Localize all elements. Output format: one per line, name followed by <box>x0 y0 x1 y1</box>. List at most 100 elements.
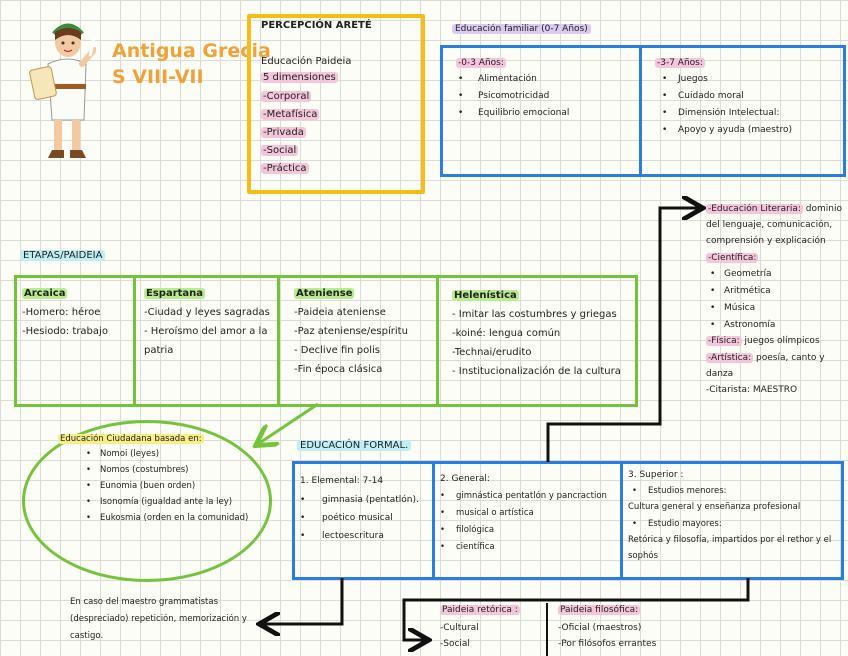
list-item: Psicomotricidad <box>458 89 569 106</box>
etapas-title: ETAPAS/PAIDEIA <box>20 248 106 264</box>
etapa-line: - Imitar las costumbres y griegas <box>452 309 617 320</box>
ciudadana-list: Nomoi (leyes) Nomos (costumbres) Eunomia… <box>86 446 248 526</box>
arrow-formal-to-paideias <box>402 578 750 640</box>
etapa-line: patria <box>144 345 174 356</box>
arete-item: -Metafísica <box>261 109 320 120</box>
arete-title: PERCEPCIÓN ARETÉ <box>261 20 372 31</box>
list-item: Isonomía (igualdad ante la ley) <box>86 494 248 510</box>
citarista-line: -Citarista: MAESTRO <box>706 385 798 395</box>
etapa-head-ateniense: Ateniense <box>294 288 355 299</box>
list-item: Nomos (costumbres) <box>86 462 248 478</box>
arrow-formal-to-literaria <box>546 208 700 462</box>
list-item: Cuidado moral <box>662 89 792 106</box>
arete-line-1: Educación Paideia <box>261 56 352 67</box>
artistica-line-2: danza <box>706 369 734 379</box>
formal-box <box>292 461 844 580</box>
list-item: lectoescritura <box>300 527 419 545</box>
cientifica-list: Geometría Aritmética Música Astronomía <box>710 267 775 335</box>
list-item: Juegos <box>662 72 792 89</box>
familiar-box <box>440 45 846 177</box>
etapa-line: -Fin época clásica <box>294 364 383 375</box>
formal-col3-sub1: •Estudios menores: <box>632 486 727 496</box>
arete-item: -Práctica <box>261 163 309 174</box>
arete-item: -Privada <box>261 127 306 138</box>
cientifica-head: -Científica: <box>706 253 759 263</box>
formal-col2-list: gimnástica pentatlón y pancraction music… <box>440 488 607 556</box>
etapa-head-espartana: Espartana <box>144 288 206 299</box>
arete-line-2: 5 dimensiones <box>261 72 338 83</box>
formal-divider <box>620 461 623 577</box>
formal-col3-head: 3. Superior : <box>628 470 684 480</box>
list-item: Geometría <box>710 267 775 284</box>
familiar-col2-head: -3-7 Años: <box>655 58 705 68</box>
title-line-2: S VIII-VII <box>112 66 204 88</box>
list-item: Dimensión Intelectual: <box>662 106 792 123</box>
etapa-line: - Institucionalización de la cultura <box>452 366 621 377</box>
etapa-line: - Declive fin polis <box>294 345 380 356</box>
list-item: gimnástica pentatlón y pancraction <box>440 488 607 505</box>
list-item: musical o artística <box>440 505 607 522</box>
ciudadana-head: Educación Ciudadana basada en: <box>58 434 204 444</box>
formal-col3-line1: Cultura general y enseñanza profesional <box>628 502 801 512</box>
etapas-divider <box>133 278 136 404</box>
list-item: Eunomia (buen orden) <box>86 478 248 494</box>
etapa-line: -Paz ateniense/espíritu <box>294 326 408 337</box>
filosofica-item: -Oficial (maestros) <box>558 623 642 633</box>
formal-title: EDUCACIÓN FORMAL. <box>297 438 412 454</box>
list-item: Astronomía <box>710 318 775 335</box>
formal-col3-line2: Retórica y filosofía, impartidos por el … <box>628 535 832 545</box>
etapa-line: -Hesiodo: trabajo <box>22 326 108 337</box>
filosofica-head: Paideia filosófica: <box>558 605 641 615</box>
list-item: Eukosmia (orden en la comunidad) <box>86 510 248 526</box>
formal-col1-head: 1. Elemental: 7-14 <box>300 476 384 486</box>
list-item: científica <box>440 539 607 556</box>
list-item: poético musical <box>300 509 419 527</box>
list-item: Equilibrio emocional <box>458 106 569 123</box>
etapa-head-helenistica: Helenística <box>452 290 519 301</box>
etapa-line: -Paideia ateniense <box>294 307 386 318</box>
list-item: filológica <box>440 522 607 539</box>
arete-item: -Social <box>261 145 299 156</box>
etapa-line: -Ciudad y leyes sagradas <box>144 307 270 318</box>
list-item: Alimentación <box>458 72 569 89</box>
arete-item: -Corporal <box>261 91 312 102</box>
filosofica-item: -Por filósofos errantes <box>558 639 657 649</box>
retorica-item: -Cultural <box>440 623 479 633</box>
arrow-formal-to-nota <box>262 578 344 624</box>
arete-box <box>247 14 425 194</box>
list-item: Nomoi (leyes) <box>86 446 248 462</box>
list-item: gimnasia (pentatlón). <box>300 491 419 509</box>
title-line-1: Antigua Grecia <box>112 40 271 62</box>
retorica-head: Paideia retórica : <box>440 605 520 615</box>
etapas-divider <box>277 278 280 404</box>
nota-text: En caso del maestro grammatistas (despre… <box>70 597 247 641</box>
ciudadana-ellipse <box>22 420 272 582</box>
list-item: Apoyo y ayuda (maestro) <box>662 123 792 140</box>
literaria-line-3: comprensión y explicación <box>706 236 826 246</box>
etapa-line: -Homero: héroe <box>22 307 101 318</box>
formal-col2-head: 2. General: <box>440 474 490 484</box>
fisica-line: -Física: juegos olímpicos <box>706 336 820 346</box>
artistica-line: -Artística: poesía, canto y <box>706 353 825 363</box>
familiar-title: Educación familiar (0-7 Años) <box>452 22 591 37</box>
paideia-divider <box>546 603 548 656</box>
familiar-col2-list: Juegos Cuidado moral Dimensión Intelectu… <box>662 72 792 140</box>
arrow-etapas-to-ciudadana <box>258 402 319 444</box>
etapa-line: -koiné: lengua común <box>452 328 561 339</box>
familiar-col1-list: Alimentación Psicomotricidad Equilibrio … <box>458 72 569 123</box>
etapas-divider <box>436 278 439 404</box>
familiar-col1-head: -0-3 Años: <box>456 58 506 68</box>
list-item: Aritmética <box>710 284 775 301</box>
etapa-line: -Technai/erudito <box>452 347 532 358</box>
etapa-head-arcaica: Arcaica <box>22 288 68 299</box>
list-item: Música <box>710 301 775 318</box>
retorica-item: -Social <box>440 639 470 649</box>
familiar-divider <box>639 45 642 174</box>
formal-col1-list: gimnasia (pentatlón). poético musical le… <box>300 491 419 545</box>
formal-divider <box>432 461 435 577</box>
literaria-line-2: del lenguaje, comunicación, <box>706 220 833 230</box>
formal-col3-line3: sophós <box>628 551 659 561</box>
etapa-line: - Heroísmo del amor a la <box>144 326 268 337</box>
formal-col3-sub2: •Estudio mayores: <box>632 519 722 529</box>
